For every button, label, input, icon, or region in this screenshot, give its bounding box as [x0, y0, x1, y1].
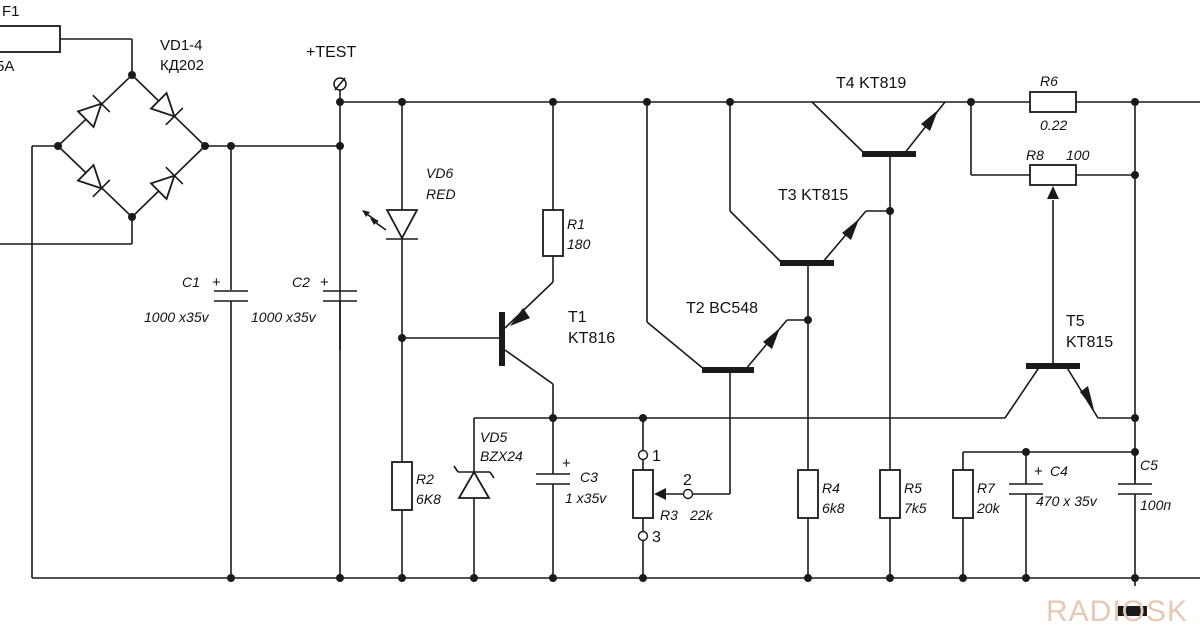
c1-value: 1000 x35v: [144, 309, 210, 325]
transistor-t2: T2 BC548: [646, 102, 808, 494]
t1-type: KT816: [568, 330, 615, 347]
r5-value: 7k5: [904, 500, 927, 516]
watermark: RADIOSK: [1046, 595, 1188, 628]
r3-pin3: 3: [652, 529, 661, 546]
r3-pin2: 2: [683, 472, 692, 489]
diode-bridge-vd1-4: VD1-4 КД202: [0, 37, 209, 578]
r5-ref: R5: [904, 480, 922, 496]
c3-value: 1 x35v: [565, 490, 607, 506]
c4-plus: +: [1034, 463, 1043, 480]
transistor-t3: T3 KT815: [729, 102, 890, 470]
r3-pin1: 1: [652, 448, 661, 465]
led-vd6: VD6 RED: [362, 102, 456, 462]
capacitor-c1: C1 + 1000 x35v: [144, 146, 248, 578]
r7-ref: R7: [977, 480, 996, 496]
t5-ref: T5: [1066, 313, 1085, 330]
capacitor-c4: + C4 470 x 35v: [1009, 452, 1098, 578]
bridge-diode-2: [149, 91, 184, 126]
zener-vd5: VD5 BZX24: [453, 418, 523, 578]
resistor-r6: R6 0.22: [1029, 73, 1200, 133]
c5-ref: C5: [1140, 457, 1158, 473]
c5-value: 100п: [1140, 497, 1171, 513]
resistor-r5: R5 7k5: [879, 469, 927, 578]
r8-value: 100: [1066, 147, 1090, 163]
bridge-type: КД202: [160, 57, 204, 74]
r1-value: 180: [567, 236, 591, 252]
junction-dots: [227, 98, 1139, 582]
c4-value: 470 x 35v: [1036, 493, 1098, 509]
c3-plus: +: [562, 455, 571, 472]
r4-value: 6k8: [822, 500, 845, 516]
vd6-ref: VD6: [426, 165, 453, 181]
t4-label: T4 KT819: [836, 75, 906, 92]
c1-plus: +: [212, 274, 221, 291]
bridge-ref: VD1-4: [160, 37, 203, 54]
t5-type: KT815: [1066, 334, 1113, 351]
r6-value: 0.22: [1040, 117, 1067, 133]
transistor-t5: T5 KT815: [1004, 313, 1135, 419]
r7-value: 20k: [976, 500, 1001, 516]
r1-ref: R1: [567, 216, 585, 232]
vd6-value: RED: [426, 186, 456, 202]
resistor-r1: R1 180: [542, 102, 591, 282]
resistor-r7: R7 20k: [952, 452, 1001, 578]
r2-ref: R2: [416, 471, 434, 487]
fuse-f1: F1 5A: [0, 3, 133, 75]
transistor-t1: T1 KT816: [499, 281, 615, 418]
resistor-r2: R2 6K8: [391, 461, 441, 578]
potentiometer-r3: 1 2 3 R3 22k: [632, 418, 730, 578]
transistor-t4: T4 KT819: [811, 75, 946, 470]
c3-ref: C3: [580, 469, 598, 485]
t2-label: T2 BC548: [686, 300, 758, 317]
r8-ref: R8: [1026, 147, 1044, 163]
c2-value: 1000 x35v: [251, 309, 317, 325]
c4-ref: C4: [1050, 463, 1068, 479]
t1-ref: T1: [568, 309, 587, 326]
capacitor-c3: + C3 1 x35v: [536, 418, 607, 578]
r4-ref: R4: [822, 480, 840, 496]
c2-plus: +: [320, 274, 329, 291]
fuse-label: F1: [2, 3, 20, 20]
t3-label: T3 KT815: [778, 187, 848, 204]
resistor-r8: R8 100: [1026, 147, 1135, 366]
test-point: +TEST: [306, 44, 356, 91]
vd5-ref: VD5: [480, 429, 507, 445]
bridge-diode-3: [76, 163, 111, 198]
r6-ref: R6: [1040, 73, 1058, 89]
bridge-diode-4: [149, 166, 184, 201]
r3-ref: R3: [660, 507, 678, 523]
capacitor-c2: C2 + 1000 x35v: [251, 274, 357, 578]
capacitor-c5: C5 100п: [1118, 452, 1171, 578]
vd5-value: BZX24: [480, 448, 523, 464]
c1-ref: C1: [182, 274, 200, 290]
fuse-rating: 5A: [0, 58, 14, 75]
c2-ref: C2: [292, 274, 310, 290]
bridge-diode-1: [76, 94, 111, 129]
r3-value: 22k: [689, 507, 714, 523]
output-negative-terminal: [1117, 606, 1147, 616]
test-point-label: +TEST: [306, 44, 356, 61]
resistor-r4: R4 6k8: [797, 469, 845, 578]
r2-value: 6K8: [416, 491, 441, 507]
